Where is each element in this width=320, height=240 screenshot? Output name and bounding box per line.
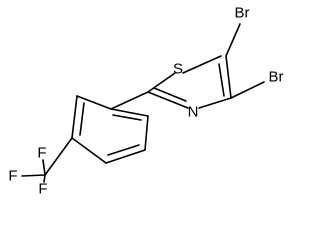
atom-br-right: Br (269, 69, 284, 86)
bond-s-c5 (182, 55, 222, 74)
bond-ar-inner-2 (107, 144, 140, 156)
bond-ar-5 (144, 115, 149, 151)
structure-diagram: Br Br S N F F F (8, 5, 284, 198)
bond-ar-6 (110, 108, 149, 117)
bond-n-c2-inner (153, 87, 187, 102)
bond-ar-cf3 (44, 137, 73, 176)
atom-br-top: Br (235, 5, 250, 22)
atom-fluorine-left: F (8, 168, 17, 185)
atom-nitrogen: N (188, 104, 199, 121)
bond-c4-n (198, 97, 232, 109)
bond-c5-br (225, 23, 241, 57)
atom-sulfur: S (173, 61, 183, 78)
bond-c-f-left (21, 174, 46, 177)
atom-fluorine-top: F (37, 145, 46, 162)
bond-ar-4 (105, 149, 146, 164)
atom-fluorine-bottom: F (38, 181, 47, 198)
bond-c2-phenyl (110, 91, 149, 110)
bond-ar-inner-3 (112, 114, 142, 121)
bond-ar-1 (76, 95, 112, 110)
bond-c5-c4 (225, 55, 232, 99)
bond-c-f-bottom (43, 174, 46, 183)
bond-ar-inner-1 (79, 102, 85, 136)
bond-n-c2 (147, 91, 189, 109)
bond-ar-3 (71, 137, 107, 164)
bond-c4-br (230, 81, 265, 99)
bond-ar-2 (71, 95, 78, 139)
bond-c2-s (147, 72, 176, 93)
bond-c-f-top (42, 159, 46, 176)
bond-c5-c4-inner (218, 63, 225, 97)
